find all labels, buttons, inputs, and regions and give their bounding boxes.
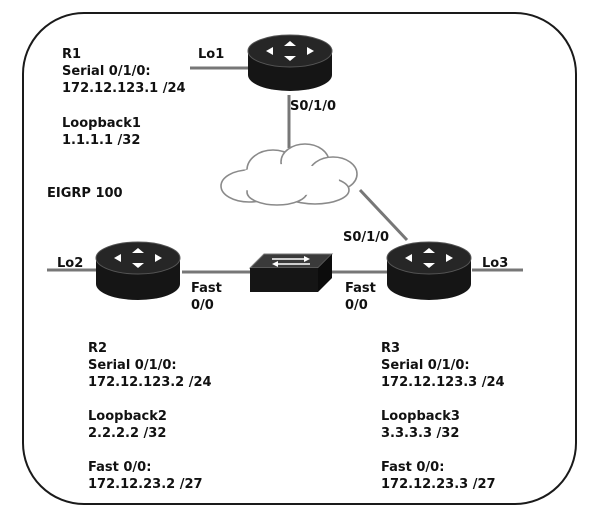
r1-serial-ip: 172.12.123.1 /24 — [62, 81, 186, 96]
r1-loopback-ip: 1.1.1.1 /32 — [62, 133, 141, 148]
r2-fast-ip: 172.12.23.2 /27 — [88, 477, 203, 492]
r3-fast-port-line2: 0/0 — [345, 298, 368, 313]
r1-loopback-label: Loopback1 — [62, 116, 141, 131]
r1-serial-label: Serial 0/1/0: — [62, 64, 151, 79]
r2-lo-port: Lo2 — [57, 256, 84, 271]
router-icon — [247, 34, 333, 91]
r1-lo-port: Lo1 — [198, 47, 225, 62]
r1-name: R1 — [62, 47, 82, 62]
r3-loopback-label: Loopback3 — [381, 409, 460, 424]
r3-serial-label: Serial 0/1/0: — [381, 358, 470, 373]
r1-serial-port: S0/1/0 — [290, 99, 336, 114]
r2-name: R2 — [88, 341, 108, 356]
r2-serial-ip: 172.12.123.2 /24 — [88, 375, 212, 390]
topology-frame — [22, 12, 577, 505]
r2-fast-port-line1: Fast — [191, 281, 222, 296]
r3-serial-port: S0/1/0 — [343, 230, 389, 245]
wan-cloud-icon — [220, 143, 358, 206]
r2-serial-label: Serial 0/1/0: — [88, 358, 177, 373]
r3-name: R3 — [381, 341, 401, 356]
r3-fast-ip: 172.12.23.3 /27 — [381, 477, 496, 492]
r3-fast-port-line1: Fast — [345, 281, 376, 296]
r3-loopback-ip: 3.3.3.3 /32 — [381, 426, 460, 441]
r3-serial-ip: 172.12.123.3 /24 — [381, 375, 505, 390]
switch-icon — [248, 253, 334, 292]
r2-fast-port-line2: 0/0 — [191, 298, 214, 313]
r3-lo-port: Lo3 — [482, 256, 509, 271]
router-icon — [386, 241, 472, 300]
r2-loopback-ip: 2.2.2.2 /32 — [88, 426, 167, 441]
r3-fast-label: Fast 0/0: — [381, 460, 445, 475]
network-label: EIGRP 100 — [47, 186, 123, 201]
r2-loopback-label: Loopback2 — [88, 409, 167, 424]
r2-fast-label: Fast 0/0: — [88, 460, 152, 475]
router-icon — [95, 241, 181, 300]
r3-serial-link — [358, 188, 409, 242]
